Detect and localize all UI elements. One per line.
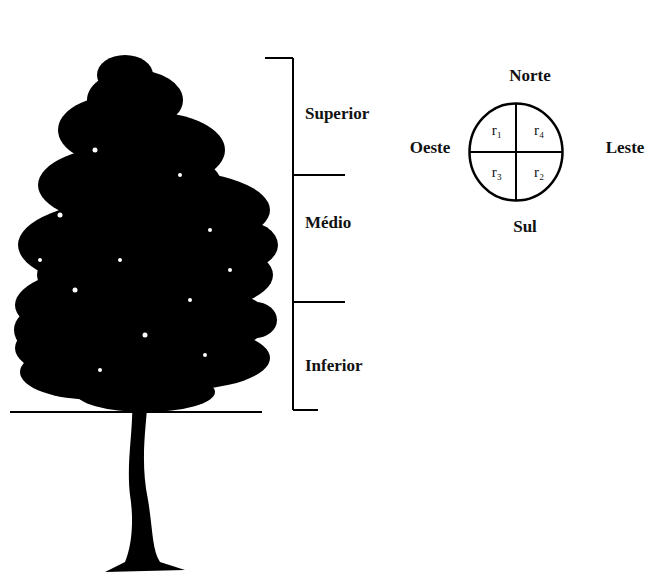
- ground-line: [10, 411, 262, 413]
- crown-highlights: [38, 148, 232, 373]
- quadrant-label: r₃: [492, 165, 502, 180]
- tree-crown: [14, 55, 278, 412]
- compass-label: Oeste: [410, 139, 451, 156]
- quadrant-label: r₁: [492, 123, 502, 138]
- compass-label: Sul: [513, 218, 537, 235]
- orientation-circle: r₁ r₄ r₃ r₂: [468, 102, 564, 202]
- circle-outline: [468, 102, 564, 202]
- crown-section-label: Inferior: [305, 357, 363, 374]
- compass-label: Leste: [606, 139, 645, 156]
- compass-label: Norte: [509, 67, 551, 84]
- quadrant-label: r₂: [534, 165, 544, 180]
- quadrant-label: r₄: [534, 123, 544, 138]
- crown-section-label: Superior: [305, 105, 369, 122]
- tree-trunk: [105, 395, 185, 572]
- crown-section-label: Médio: [305, 214, 351, 231]
